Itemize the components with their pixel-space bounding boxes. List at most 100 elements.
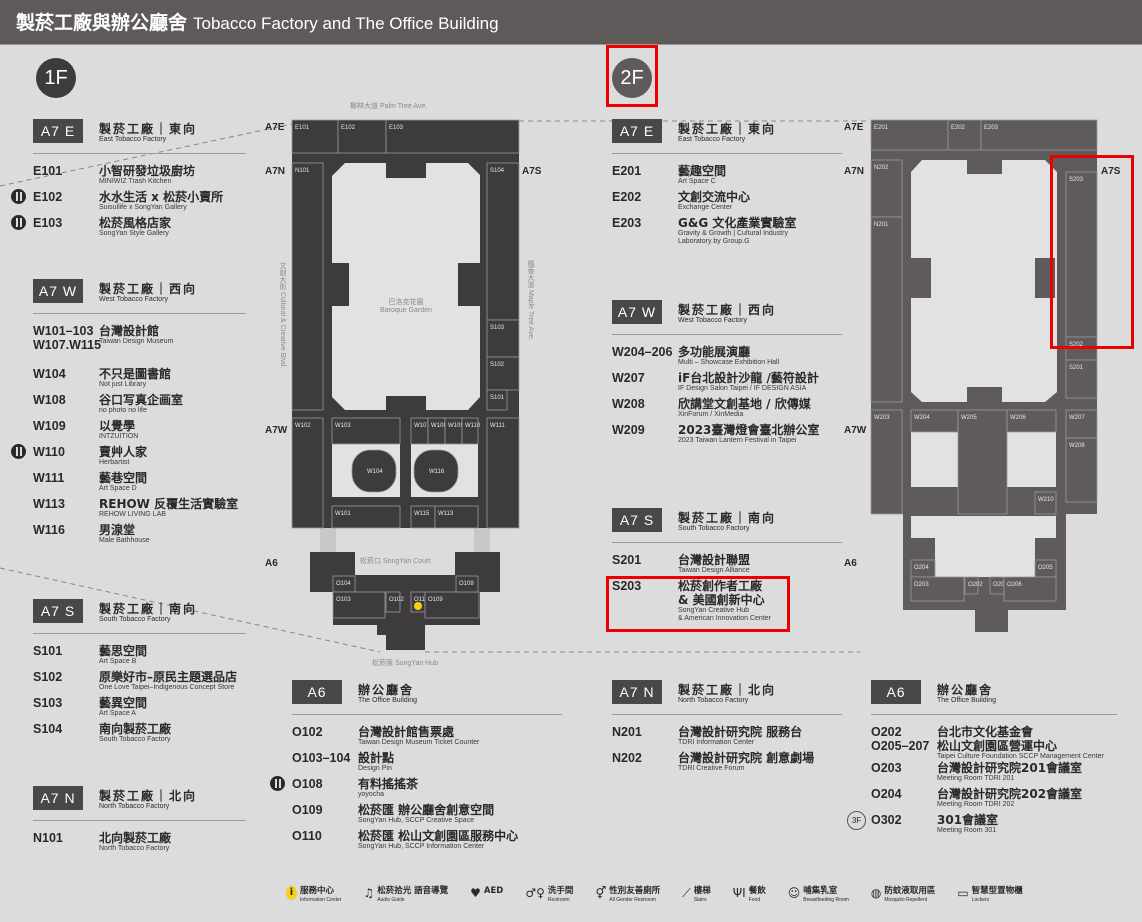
room-e202 — [947, 119, 982, 151]
room-label: E101 — [295, 125, 310, 131]
section-divider — [612, 334, 842, 335]
facility-block — [967, 387, 1002, 402]
room-o109 — [424, 591, 480, 619]
entry-code: O204 — [871, 787, 902, 801]
room-e101 — [291, 119, 339, 154]
courtyard-area — [474, 528, 490, 552]
entry-code: W104 — [33, 367, 66, 381]
entry-subtitle: yoyocha — [358, 791, 385, 798]
info-icon: i — [286, 886, 297, 900]
entry-subtitle: no photo no life — [99, 407, 147, 414]
room-label: S102 — [490, 362, 505, 368]
section-badge: A7 S — [33, 599, 83, 623]
room-label: O205 — [1038, 565, 1053, 571]
section-subtitle: The Office Building — [358, 697, 418, 704]
room-o102 — [385, 591, 401, 613]
entry-name: 欣講堂文創基地 / 欣傳媒 — [678, 397, 811, 411]
entry-subtitle: Taiwan Design Museum — [99, 338, 174, 345]
entry-subtitle: Meeting Room TDRI 201 — [937, 775, 1015, 782]
legend-text: AED — [484, 886, 503, 897]
section-subtitle: North Tobacco Factory — [678, 697, 749, 704]
section-divider — [612, 542, 842, 543]
entry-code: O103–104 — [292, 751, 351, 765]
room-label: O103 — [336, 597, 351, 603]
room-label: E102 — [341, 125, 356, 131]
locker-icon: ▭ — [957, 886, 969, 900]
food-icon — [11, 189, 26, 204]
entry-name: 北向製菸工廠 — [99, 831, 172, 845]
entry-subtitle: SongYan Style Gallery — [99, 230, 169, 237]
entry-name: 多功能展演廳 — [678, 345, 751, 359]
title-en: Tobacco Factory and The Office Building — [193, 14, 499, 33]
entry-code: O108 — [292, 777, 323, 791]
room-label: S103 — [490, 325, 505, 331]
section-divider — [871, 714, 1117, 715]
entry-name: 松菸匯 辦公廳舍創意空間 — [358, 803, 495, 817]
section-badge: A7 N — [612, 680, 662, 704]
entry-subtitle: Exchange Center — [678, 204, 733, 211]
entry-code: W208 — [612, 397, 645, 411]
room-label: O109 — [428, 597, 443, 603]
entry-code: E101 — [33, 164, 63, 178]
section-badge: A6 — [292, 680, 342, 704]
entry-code: S104 — [33, 722, 63, 736]
entry-subtitle: SongYan Creative Hub & American Innovati… — [678, 607, 771, 622]
room-w207 — [1065, 409, 1098, 439]
section-divider — [33, 153, 246, 154]
room-label: W101 — [335, 511, 351, 517]
entry-subtitle: XinForum / XinMedia — [678, 411, 744, 418]
section-subtitle: West Tobacco Factory — [99, 296, 168, 303]
garden-area — [911, 160, 1057, 402]
dashed-guides — [0, 120, 870, 653]
room-o206 — [1003, 576, 1057, 602]
room-w107 — [410, 417, 429, 445]
section-subtitle: East Tobacco Factory — [99, 136, 167, 143]
entry-name: 藝趣空間 — [678, 164, 727, 178]
stairs-icon: ⟋ — [682, 886, 691, 900]
food-icon — [11, 215, 26, 230]
entry-subtitle: Art Space D — [99, 485, 137, 492]
legend-label: 洗手間 — [547, 886, 574, 896]
